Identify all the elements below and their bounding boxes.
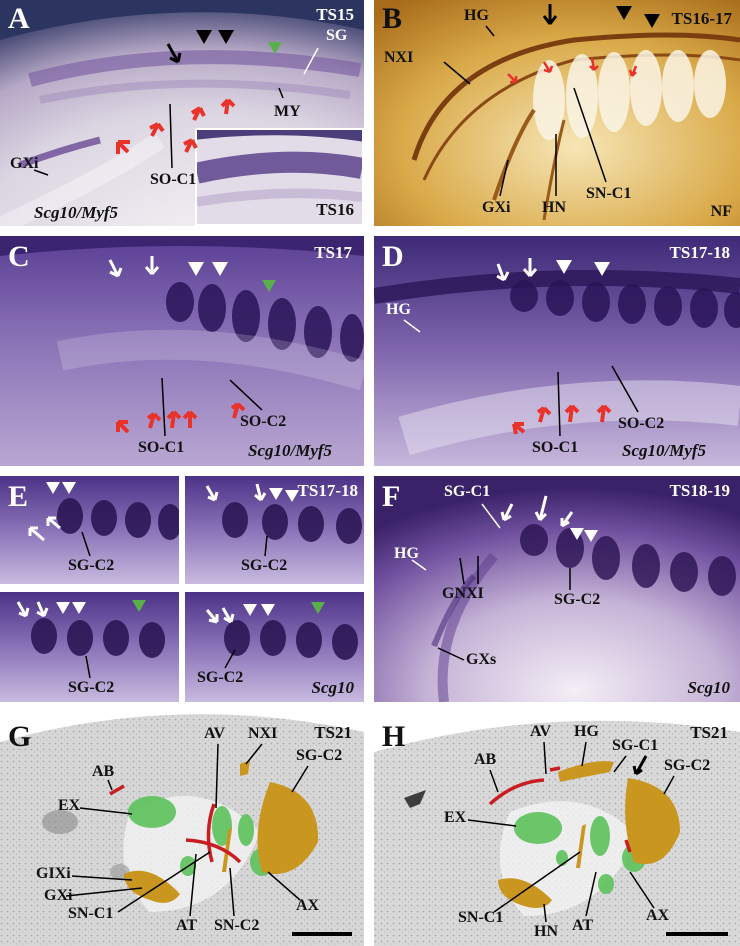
panel-a-stage: TS15 xyxy=(316,5,354,24)
panel-f-hg-label: HG xyxy=(394,545,419,562)
panel-h-at-label: AT xyxy=(572,917,594,934)
panel-e-sg-c2-label-1: SG-C2 xyxy=(68,557,115,574)
panel-h-letter: H xyxy=(382,720,406,753)
panel-g-ax-label: AX xyxy=(296,897,320,914)
panel-f-image xyxy=(374,476,740,702)
panel-h-hn-label: HN xyxy=(534,923,558,940)
panel-b-hn-label: HN xyxy=(542,199,566,216)
panel-d-letter: D xyxy=(382,240,404,273)
panel-d-so-c1-label: SO-C1 xyxy=(532,439,579,456)
panel-b-hg-label: HG xyxy=(464,7,489,24)
panel-b-stage: TS16-17 xyxy=(671,9,732,28)
panel-h-ax-label: AX xyxy=(646,907,670,924)
panel-d-stage: TS17-18 xyxy=(669,243,730,262)
panel-f-stage: TS18-19 xyxy=(669,481,730,500)
panel-e-subpanel-4: SG-C2 Scg10 xyxy=(185,592,364,702)
panel-b-nxi-label: NXI xyxy=(384,49,414,66)
panel-h-ab-label: AB xyxy=(474,751,497,768)
panel-h-ex-label: EX xyxy=(444,809,467,826)
panel-e-sg-c2-label-4: SG-C2 xyxy=(197,669,244,686)
panel-b-letter: B xyxy=(382,2,403,35)
panel-c-image xyxy=(0,236,364,466)
panel-g-letter: G xyxy=(8,720,32,753)
panel-g-av-label: AV xyxy=(204,725,226,742)
panel-a-so-c1-label: SO-C1 xyxy=(150,171,197,188)
panel-a: TS16 A TS15 SG MY GXi SO-C1 Scg10/Myf5 xyxy=(0,0,364,226)
panel-g-ab-label: AB xyxy=(92,763,115,780)
panel-h-image xyxy=(374,712,740,946)
panel-a-my-label: MY xyxy=(274,103,301,120)
panel-f-sg-c2-label: SG-C2 xyxy=(554,591,601,608)
panel-c-gene-label: Scg10/Myf5 xyxy=(248,441,333,460)
panel-g-ex-label: EX xyxy=(58,797,81,814)
panel-b-nf-label: NF xyxy=(710,203,732,220)
panel-a-inset-stage: TS16 xyxy=(316,200,354,219)
panel-h-stage: TS21 xyxy=(690,723,728,742)
panel-h-av-label: AV xyxy=(530,723,552,740)
panel-d-gene-label: Scg10/Myf5 xyxy=(622,441,707,460)
panel-g-nxi-label: NXI xyxy=(248,725,278,742)
panel-a-letter: A xyxy=(8,2,30,35)
panel-c-stage: TS17 xyxy=(314,243,352,262)
panel-a-inset-image xyxy=(197,130,362,224)
panel-d-image xyxy=(374,236,740,466)
panel-g-sn-c2-label: SN-C2 xyxy=(214,917,260,934)
panel-a-gene-label: Scg10/Myf5 xyxy=(34,203,119,222)
panel-h-hg-label: HG xyxy=(574,723,599,740)
panel-a-inset: TS16 xyxy=(195,128,364,226)
panel-c: C TS17 SO-C1 SO-C2 Scg10/Myf5 xyxy=(0,236,364,466)
panel-e-gene-label: Scg10 xyxy=(311,678,355,697)
panel-b-sn-c1-label: SN-C1 xyxy=(586,185,632,202)
panel-f-gene-label: Scg10 xyxy=(687,678,731,697)
panel-h-sg-c1-label: SG-C1 xyxy=(612,737,659,754)
panel-h: H TS21 AB AV HG SG-C1 SG-C2 EX SN-C1 HN … xyxy=(374,712,740,946)
panel-c-so-c2-label: SO-C2 xyxy=(240,413,287,430)
panel-g-gixi-label: GIXi xyxy=(36,865,71,882)
panel-f-sg-c1-label: SG-C1 xyxy=(444,483,491,500)
panel-g-gxi-label: GXi xyxy=(44,887,73,904)
panel-f: F TS18-19 SG-C1 HG GNXI SG-C2 GXs Scg10 xyxy=(374,476,740,702)
panel-a-sg-label: SG xyxy=(326,27,348,44)
panel-e-sg-c2-label-2: SG-C2 xyxy=(241,557,288,574)
panel-e: E SG-C2 TS17-18 SG-C2 xyxy=(0,476,364,702)
panel-f-letter: F xyxy=(382,480,401,513)
panel-a-gxi-label: GXi xyxy=(10,155,39,172)
panel-d-so-c2-label: SO-C2 xyxy=(618,415,665,432)
panel-c-letter: C xyxy=(8,240,30,273)
panel-b-image xyxy=(374,0,740,226)
panel-e-subpanel-3: SG-C2 xyxy=(0,592,179,702)
panel-e-subpanel-1: E SG-C2 xyxy=(0,476,179,584)
red-structures xyxy=(109,784,242,864)
panel-b-gxi-label: GXi xyxy=(482,199,511,216)
panel-g-at-label: AT xyxy=(176,917,198,934)
panel-g-sg-c2-label: SG-C2 xyxy=(296,747,343,764)
panel-d: D TS17-18 HG SO-C1 SO-C2 Scg10/Myf5 xyxy=(374,236,740,466)
panel-d-hg-label: HG xyxy=(386,301,411,318)
red-structures xyxy=(488,766,632,853)
panel-e-sg-c2-label-3: SG-C2 xyxy=(68,679,115,696)
panel-c-so-c1-label: SO-C1 xyxy=(138,439,185,456)
panel-h-sn-c1-label: SN-C1 xyxy=(458,909,504,926)
panel-g: G TS21 AB AV NXI SG-C2 EX GIXi GXi SN-C1… xyxy=(0,712,364,946)
panel-f-gnxi-label: GNXI xyxy=(442,585,484,602)
panel-e-subpanel-2: TS17-18 SG-C2 xyxy=(185,476,364,584)
panel-g-sn-c1-label: SN-C1 xyxy=(68,905,114,922)
panel-g-stage: TS21 xyxy=(314,723,352,742)
panel-b: B TS16-17 HG NXI GXi HN SN-C1 NF xyxy=(374,0,740,226)
panel-f-gxs-label: GXs xyxy=(466,651,497,668)
panel-e-stage: TS17-18 xyxy=(297,481,358,500)
panel-h-sg-c2-label: SG-C2 xyxy=(664,757,711,774)
panel-e-letter: E xyxy=(8,480,29,513)
